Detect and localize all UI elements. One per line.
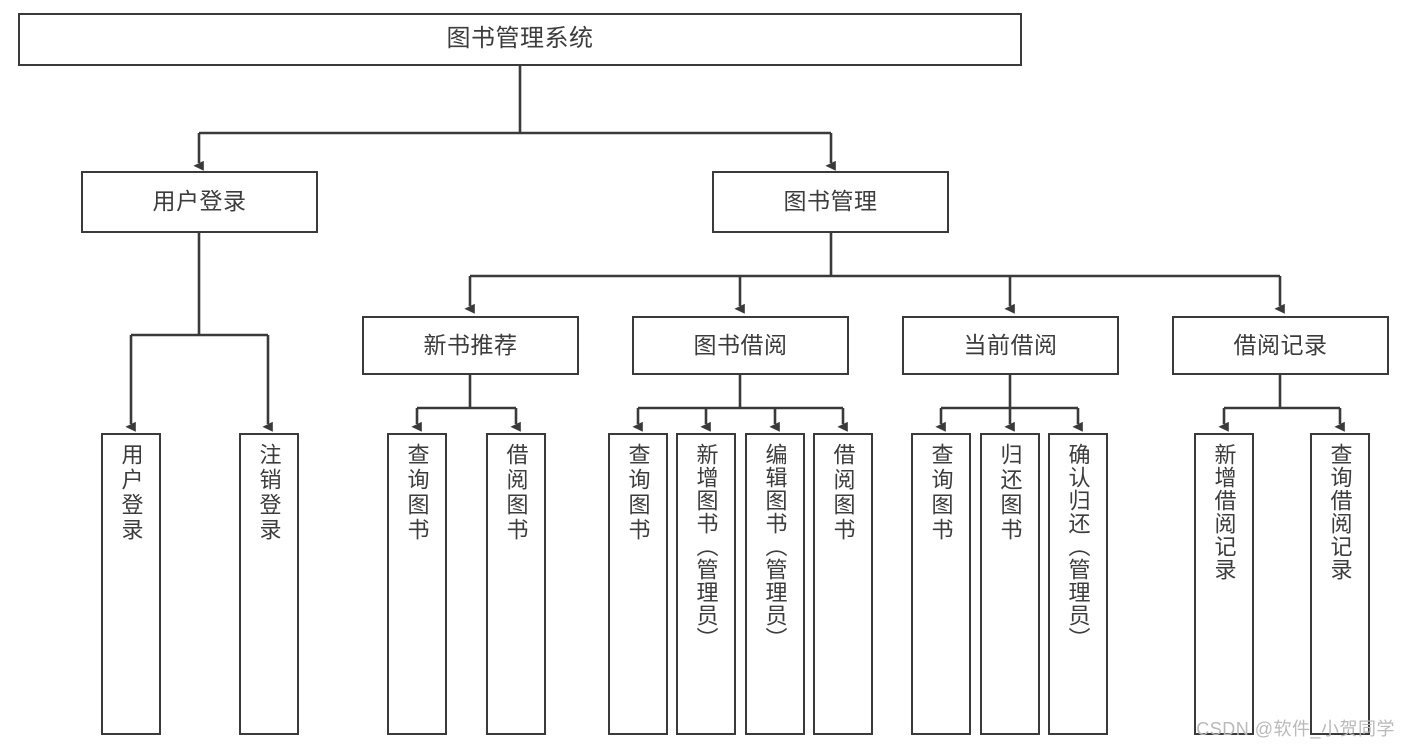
- leaf-book-borrow-query-book[interactable]: 查询图书: [608, 433, 668, 735]
- node-label: 确认归还（管理员）: [1065, 443, 1091, 650]
- node-root-book-management-system[interactable]: 图书管理系统: [18, 13, 1022, 66]
- node-borrow-records[interactable]: 借阅记录: [1172, 316, 1389, 375]
- node-new-book-recommendation[interactable]: 新书推荐: [362, 316, 579, 375]
- node-label: 查询图书: [625, 443, 651, 543]
- node-label: 用户登录: [118, 443, 144, 543]
- node-label: 借阅记录: [1233, 331, 1328, 358]
- node-label: 注销登录: [256, 443, 282, 543]
- node-label: 借阅图书: [503, 443, 529, 543]
- node-label: 查询图书: [404, 443, 430, 543]
- node-label: 图书管理: [783, 188, 878, 215]
- leaf-borrow-record-add-record[interactable]: 新增借阅记录: [1194, 433, 1254, 735]
- node-book-borrowing[interactable]: 图书借阅: [632, 316, 849, 375]
- node-label: 借阅图书: [830, 443, 856, 543]
- leaf-current-borrow-query-book[interactable]: 查询图书: [911, 433, 971, 735]
- node-label: 新增借阅记录: [1211, 443, 1237, 581]
- node-label: 编辑图书（管理员）: [762, 443, 788, 650]
- leaf-new-book-query-book[interactable]: 查询图书: [387, 433, 447, 735]
- node-label: 归还图书: [997, 443, 1023, 543]
- leaf-new-book-borrow-book[interactable]: 借阅图书: [486, 433, 546, 735]
- leaf-book-borrow-edit-book-admin[interactable]: 编辑图书（管理员）: [745, 433, 805, 735]
- node-label: 用户登录: [152, 188, 247, 215]
- node-current-borrowing[interactable]: 当前借阅: [902, 316, 1119, 375]
- node-label: 新增图书（管理员）: [693, 443, 719, 650]
- node-label: 新书推荐: [423, 331, 518, 358]
- leaf-book-borrow-borrow-book[interactable]: 借阅图书: [813, 433, 873, 735]
- leaf-borrow-record-query-record[interactable]: 查询借阅记录: [1310, 433, 1370, 735]
- node-label: 查询图书: [928, 443, 954, 543]
- leaf-current-borrow-return-book[interactable]: 归还图书: [980, 433, 1040, 735]
- leaf-book-borrow-add-book-admin[interactable]: 新增图书（管理员）: [676, 433, 736, 735]
- node-label: 查询借阅记录: [1327, 443, 1353, 581]
- leaf-current-borrow-confirm-return-admin[interactable]: 确认归还（管理员）: [1048, 433, 1108, 735]
- node-label: 图书管理系统: [446, 25, 594, 53]
- leaf-user-login-login[interactable]: 用户登录: [101, 433, 161, 735]
- node-book-management[interactable]: 图书管理: [712, 171, 949, 233]
- node-label: 图书借阅: [693, 331, 788, 358]
- csdn-watermark: CSDN @软件_小贺同学: [1196, 719, 1395, 739]
- node-label: 当前借阅: [963, 331, 1058, 358]
- leaf-user-login-logout[interactable]: 注销登录: [239, 433, 299, 735]
- node-user-login[interactable]: 用户登录: [81, 171, 318, 233]
